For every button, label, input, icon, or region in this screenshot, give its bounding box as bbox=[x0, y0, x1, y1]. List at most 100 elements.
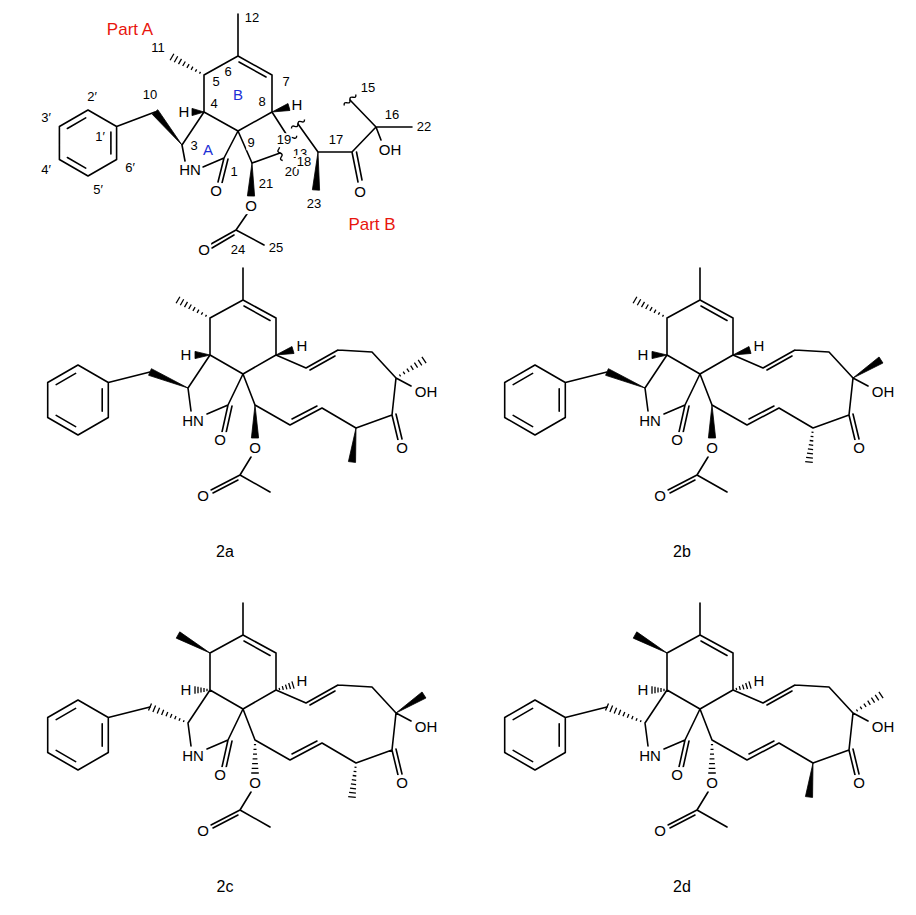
atom-label: O bbox=[209, 183, 223, 199]
atom-label: O bbox=[196, 823, 210, 839]
atom-label: HN bbox=[638, 748, 662, 764]
locant-number: 24 bbox=[230, 243, 246, 257]
atom-label: O bbox=[670, 767, 684, 783]
atom-label: O bbox=[353, 184, 367, 200]
atom-label: O bbox=[705, 775, 719, 791]
atom-label: O bbox=[852, 440, 866, 456]
locant-number: 7 bbox=[281, 75, 290, 89]
wedge-bond bbox=[652, 351, 667, 358]
atom-label: O bbox=[197, 242, 211, 258]
wavy-bond bbox=[344, 95, 356, 106]
compound-label: 2d bbox=[672, 879, 692, 896]
wedge-bond bbox=[251, 405, 258, 438]
atom-label: OH bbox=[871, 384, 896, 400]
wedge-bond bbox=[312, 152, 319, 190]
atom-label: O bbox=[395, 440, 409, 456]
wedge-bond bbox=[348, 428, 356, 462]
wedge-bond bbox=[805, 763, 813, 797]
compound-label: 2c bbox=[216, 879, 235, 896]
stereo-bonds bbox=[149, 54, 884, 798]
wavy-bond bbox=[277, 146, 282, 161]
wedge-bond bbox=[149, 369, 188, 388]
ring-label: B bbox=[232, 87, 244, 103]
atom-label: O bbox=[653, 823, 667, 839]
wedge-bond bbox=[192, 108, 204, 115]
hashed-bond bbox=[170, 54, 200, 74]
atom-label: O bbox=[852, 775, 866, 791]
locant-number: 11 bbox=[150, 41, 166, 55]
wavy-bond bbox=[291, 119, 304, 128]
locant-number: 16 bbox=[384, 108, 400, 122]
atom-label: HN bbox=[181, 413, 205, 429]
hashed-bond bbox=[856, 692, 883, 712]
atom-label: H bbox=[637, 682, 650, 698]
compound-label: 2b bbox=[672, 544, 692, 561]
atom-label: O bbox=[248, 440, 262, 456]
part-label: Part B bbox=[347, 216, 396, 234]
locant-number: 6′ bbox=[124, 161, 136, 175]
locant-number: 1′ bbox=[94, 130, 106, 144]
atom-label: H bbox=[753, 338, 766, 354]
atom-label: OH bbox=[414, 384, 439, 400]
atom-label: O bbox=[395, 775, 409, 791]
locant-number: 4′ bbox=[40, 163, 52, 177]
atom-label: OH bbox=[871, 719, 896, 735]
wedge-bond bbox=[176, 632, 210, 653]
hashed-bond bbox=[708, 745, 716, 773]
compound-skeleton bbox=[505, 268, 868, 493]
atom-label: H bbox=[180, 347, 193, 363]
wedge-bond bbox=[733, 347, 751, 355]
locant-number: 19 bbox=[276, 133, 292, 147]
hashed-bond bbox=[176, 297, 206, 317]
locant-number: 21 bbox=[258, 177, 274, 191]
locant-number: 10 bbox=[142, 88, 158, 102]
atom-label: O bbox=[196, 488, 210, 504]
atom-label: OH bbox=[414, 719, 439, 735]
atom-label: O bbox=[244, 198, 258, 214]
part-a-bonds bbox=[59, 14, 290, 248]
hashed-bond bbox=[633, 297, 663, 317]
wedge-bond bbox=[276, 347, 294, 355]
wedge-bond bbox=[396, 692, 426, 713]
atom-label: O bbox=[213, 767, 227, 783]
atom-label: O bbox=[213, 432, 227, 448]
atom-label: H bbox=[178, 104, 191, 120]
atom-label: H bbox=[180, 682, 193, 698]
hashed-bond bbox=[195, 686, 207, 694]
hashed-bond bbox=[251, 745, 259, 773]
atom-label: H bbox=[637, 347, 650, 363]
wedge-bond bbox=[272, 104, 290, 112]
atom-label: O bbox=[705, 440, 719, 456]
wedge-bond bbox=[633, 632, 667, 653]
compound-skeleton bbox=[48, 268, 411, 493]
atom-label: H bbox=[296, 338, 309, 354]
wedge-bond bbox=[247, 163, 254, 196]
hashed-bond bbox=[348, 767, 356, 797]
locant-number: 3 bbox=[189, 139, 198, 153]
atom-label: O bbox=[248, 775, 262, 791]
hashed-bond bbox=[279, 681, 294, 690]
locant-number: 15 bbox=[360, 81, 376, 95]
compound-skeleton bbox=[48, 603, 411, 828]
locant-number: 5 bbox=[211, 75, 220, 89]
locant-number: 22 bbox=[416, 120, 432, 134]
atom-label: HN bbox=[178, 162, 202, 178]
locant-number: 17 bbox=[328, 133, 344, 147]
locant-number: 4 bbox=[209, 97, 218, 111]
part-label: Part A bbox=[106, 21, 154, 39]
locant-number: 23 bbox=[306, 197, 322, 211]
compound-skeleton bbox=[505, 603, 868, 828]
locant-number: 6 bbox=[223, 65, 232, 79]
atom-label: HN bbox=[181, 748, 205, 764]
locant-number: 1 bbox=[229, 165, 238, 179]
locant-number: 18 bbox=[296, 155, 312, 169]
atom-label: O bbox=[670, 432, 684, 448]
wedge-bond bbox=[606, 369, 645, 388]
locant-number: 25 bbox=[268, 241, 284, 255]
locant-number: 12 bbox=[244, 11, 260, 25]
wedge-bond bbox=[195, 351, 210, 358]
atom-label: H bbox=[753, 673, 766, 689]
hashed-bond bbox=[652, 686, 664, 694]
locant-number: 9 bbox=[246, 136, 255, 150]
